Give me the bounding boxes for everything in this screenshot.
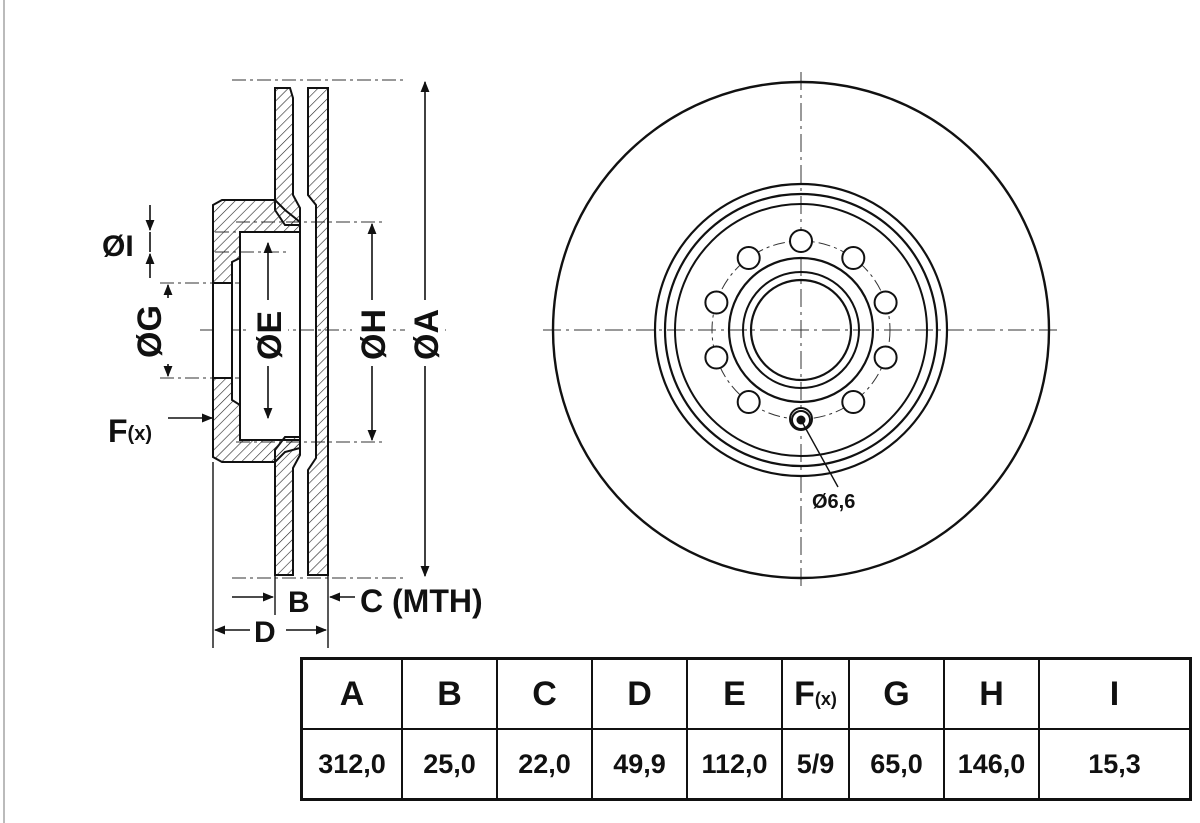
bolt-hole [704, 290, 729, 315]
bolt-hole [841, 390, 866, 414]
locating-hole-leader [800, 419, 839, 488]
bolt-hole [873, 345, 898, 370]
header-cell: G [848, 657, 945, 730]
hole-diameter-label: Ø6,6 [812, 491, 855, 513]
dimensions-table: A B C D E F(x) G H I 312,0 25,0 22,0 49,… [300, 657, 1192, 801]
header-cell: D [591, 657, 688, 730]
hub-bore-ring [742, 271, 860, 389]
header-cell: C [496, 657, 593, 730]
front-view: Ø6,6 [543, 72, 1062, 590]
disc-outer-edge [551, 80, 1051, 580]
value-cell: 5/9 [781, 728, 850, 801]
hub-face [212, 282, 233, 379]
bolt-hole [841, 246, 866, 270]
value-cell: 65,0 [848, 728, 945, 801]
friction-ring-inner [653, 182, 949, 478]
header-cell: H [943, 657, 1040, 730]
value-cell: 15,3 [1038, 728, 1192, 801]
value-cell: 312,0 [300, 728, 403, 801]
hub-step-inner [674, 203, 928, 457]
dim-g-label: ØG [131, 305, 169, 358]
header-cell: E [686, 657, 783, 730]
dim-d-label: D [254, 616, 276, 649]
dim-f-label: F(x) [108, 413, 152, 449]
hub-step-outer [663, 192, 939, 468]
value-cell: 146,0 [943, 728, 1040, 801]
disc-plate-right [307, 87, 329, 576]
hub-hat-bottom [212, 377, 301, 463]
bolt-hole [873, 290, 898, 315]
disc-plate-left-bottom [274, 436, 301, 576]
header-cell: F(x) [781, 657, 850, 730]
dim-b-label: B [288, 586, 310, 619]
dim-a-label: ØA [408, 309, 446, 360]
header-cell: B [401, 657, 498, 730]
value-cell: 22,0 [496, 728, 593, 801]
hub-bore [749, 278, 853, 382]
value-cell: 112,0 [686, 728, 783, 801]
dim-c-label: C (MTH) [360, 583, 483, 619]
bolt-hole [704, 345, 729, 370]
table-value-row: 312,0 25,0 22,0 49,9 112,0 5/9 65,0 146,… [300, 728, 1192, 801]
header-cell: I [1038, 657, 1192, 730]
dim-i-label: ØI [102, 230, 134, 263]
bolt-hole [789, 229, 813, 253]
side-view: ØA ØH ØE ØG ØI F(x) B C (MTH) [102, 79, 483, 649]
bolt-hole [736, 246, 761, 270]
value-cell: 25,0 [401, 728, 498, 801]
dim-h-label: ØH [355, 309, 393, 360]
value-cell: 49,9 [591, 728, 688, 801]
bolt-hole [736, 390, 761, 414]
hub-bore-outer [727, 256, 875, 404]
header-cell: A [300, 657, 403, 730]
dim-e-label: ØE [251, 311, 289, 360]
hub-hat-top [212, 199, 301, 284]
table-header-row: A B C D E F(x) G H I [300, 657, 1192, 730]
